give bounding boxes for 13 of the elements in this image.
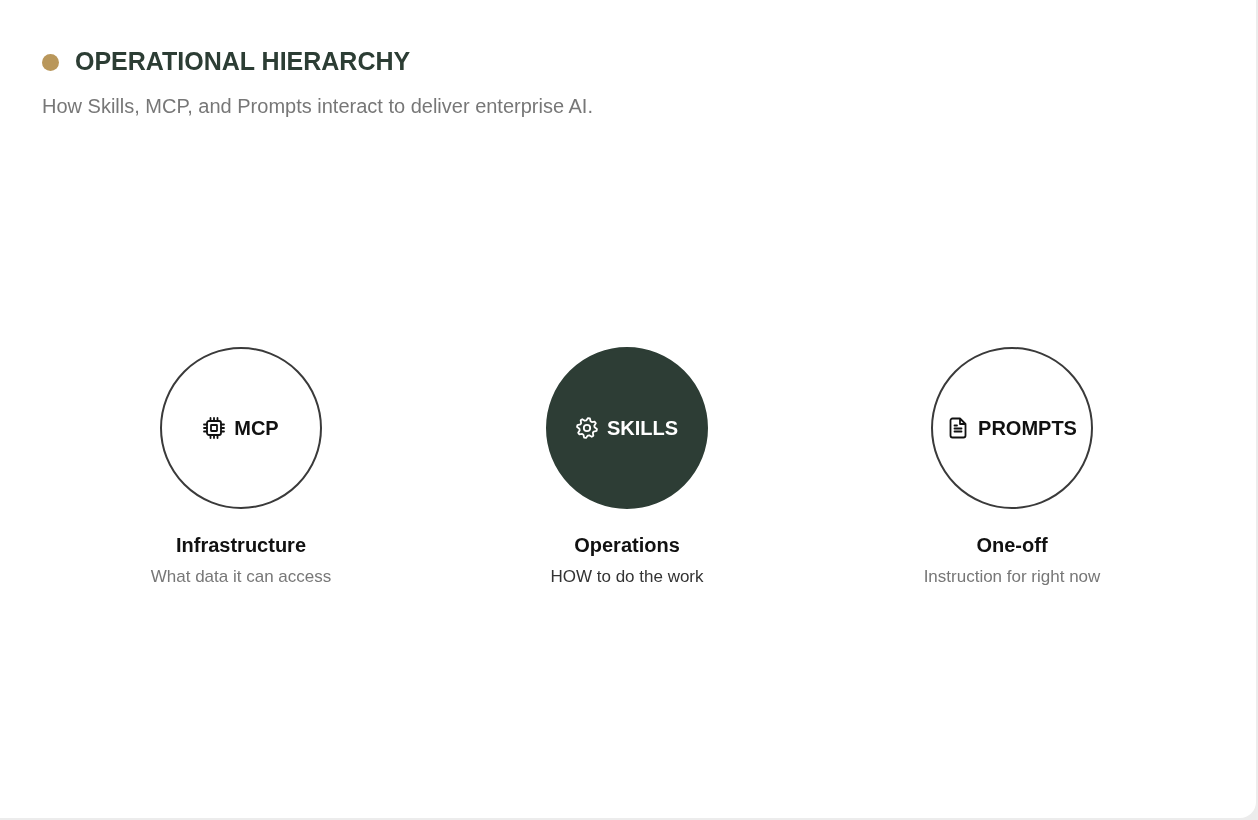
node-heading: One-off bbox=[975, 533, 1049, 557]
title: OPERATIONAL HIERARCHY bbox=[75, 46, 411, 76]
node-description: What data it can access bbox=[149, 567, 333, 587]
node-label: PROMPTS bbox=[978, 416, 1077, 440]
node-heading: Infrastructure bbox=[175, 533, 307, 557]
node-label: SKILLS bbox=[606, 416, 679, 440]
circle-node bbox=[160, 347, 322, 509]
node-heading: Operations bbox=[573, 533, 681, 557]
node-description: Instruction for right now bbox=[922, 567, 1102, 587]
subtitle: How Skills, MCP, and Prompts interact to deliver enterprise AI. bbox=[42, 94, 593, 119]
node-label: MCP bbox=[234, 416, 279, 440]
circle-node bbox=[931, 347, 1093, 509]
node-description: HOW to do the work bbox=[549, 567, 705, 587]
